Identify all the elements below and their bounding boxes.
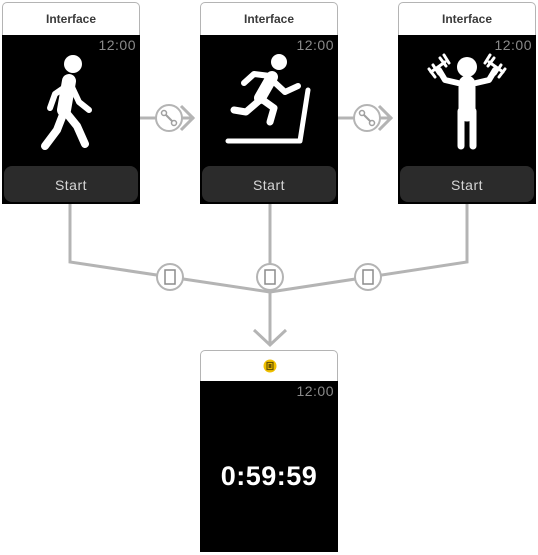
modal-segue-line-left xyxy=(68,204,271,294)
status-time: 12:00 xyxy=(98,37,136,53)
scene-title-bar: Interface xyxy=(2,2,140,35)
modal-segue-icon[interactable] xyxy=(156,263,184,291)
status-time: 12:00 xyxy=(296,37,334,53)
start-button[interactable]: Start xyxy=(202,166,336,202)
timer-label: 0:59:59 xyxy=(220,461,318,491)
watch-screen: 12:00 Start xyxy=(2,35,140,204)
scene-title: Interface xyxy=(243,12,295,26)
modal-segue-line-right xyxy=(269,204,469,294)
watch-screen: 12:00 Start xyxy=(398,35,536,204)
walking-person-icon xyxy=(41,55,92,150)
interface-scene-walk[interactable]: Interface 12:00 Start xyxy=(2,2,140,204)
relationship-segue-icon[interactable] xyxy=(353,104,381,132)
relationship-segue-icon[interactable] xyxy=(155,104,183,132)
start-button[interactable]: Start xyxy=(400,166,534,202)
scene-entry-icon xyxy=(263,359,277,373)
weightlifter-icon xyxy=(427,53,507,150)
scene-title-bar: Interface xyxy=(200,2,338,35)
watch-screen: 12:00 0:59:59 xyxy=(200,381,338,552)
interface-scene-run[interactable]: Interface 12:00 Start xyxy=(200,2,338,204)
modal-segue-icon[interactable] xyxy=(256,263,284,291)
segue-arrow-1-2 xyxy=(179,104,196,132)
scene-title: Interface xyxy=(441,12,493,26)
status-time: 12:00 xyxy=(296,383,334,399)
start-button[interactable]: Start xyxy=(4,166,138,202)
scene-title-bar xyxy=(200,350,338,381)
scene-title-bar: Interface xyxy=(398,2,536,35)
scene-title: Interface xyxy=(45,12,97,26)
interface-scene-lift[interactable]: Interface 12:00 Start xyxy=(398,2,536,204)
status-time: 12:00 xyxy=(494,37,532,53)
modal-segue-icon[interactable] xyxy=(354,263,382,291)
modal-segue-arrow xyxy=(252,328,288,348)
treadmill-runner-icon xyxy=(225,54,311,144)
segue-arrow-2-3 xyxy=(377,104,394,132)
timer-scene[interactable]: 12:00 0:59:59 xyxy=(200,350,338,552)
watch-screen: 12:00 Start xyxy=(200,35,338,204)
